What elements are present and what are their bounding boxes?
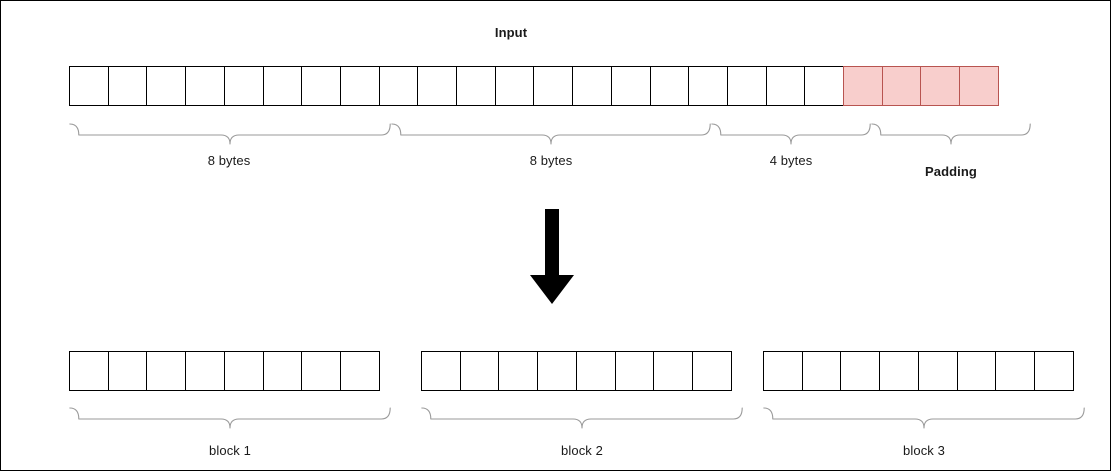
output-block-2-row bbox=[421, 351, 733, 391]
brace-4-bytes bbox=[711, 123, 871, 145]
byte-cell bbox=[653, 351, 694, 391]
byte-cell bbox=[763, 351, 804, 391]
byte-cell bbox=[223, 351, 264, 391]
brace-8-bytes-1 bbox=[69, 123, 391, 145]
byte-cell bbox=[69, 66, 110, 106]
byte-cell bbox=[223, 66, 264, 106]
byte-cell bbox=[537, 351, 578, 391]
byte-cell bbox=[804, 66, 845, 106]
brace-8-bytes-2 bbox=[391, 123, 711, 145]
byte-cell bbox=[69, 351, 110, 391]
brace-block-3 bbox=[763, 407, 1085, 429]
byte-cell bbox=[459, 351, 500, 391]
byte-cell bbox=[421, 351, 462, 391]
byte-cell bbox=[456, 66, 497, 106]
byte-cell bbox=[726, 66, 768, 106]
brace-label-3: Padding bbox=[925, 164, 977, 179]
block-label-2: block 3 bbox=[903, 443, 945, 458]
byte-cell bbox=[879, 351, 920, 391]
padding-byte-cell bbox=[920, 66, 961, 106]
byte-cell bbox=[533, 66, 574, 106]
byte-cell bbox=[765, 66, 806, 106]
input-title: Input bbox=[494, 25, 528, 40]
byte-cell bbox=[614, 351, 655, 391]
byte-cell bbox=[610, 66, 651, 106]
brace-block-2 bbox=[421, 407, 743, 429]
byte-cell bbox=[107, 66, 148, 106]
output-block-1-row bbox=[69, 351, 381, 391]
byte-cell bbox=[146, 66, 187, 106]
byte-cell bbox=[649, 66, 690, 106]
brace-padding bbox=[871, 123, 1031, 145]
byte-cell bbox=[301, 351, 342, 391]
byte-cell bbox=[262, 351, 303, 391]
byte-cell bbox=[185, 66, 226, 106]
byte-cell bbox=[494, 66, 535, 106]
byte-cell bbox=[378, 66, 419, 106]
byte-cell bbox=[572, 66, 613, 106]
byte-cell bbox=[498, 351, 539, 391]
byte-cell bbox=[339, 66, 381, 106]
byte-cell bbox=[107, 351, 148, 391]
brace-label-1: 8 bytes bbox=[529, 153, 573, 168]
byte-cell bbox=[956, 351, 997, 391]
byte-cell bbox=[801, 351, 842, 391]
byte-cell bbox=[688, 66, 729, 106]
down-arrow-icon bbox=[529, 209, 575, 305]
byte-cell bbox=[995, 351, 1036, 391]
byte-cell bbox=[339, 351, 381, 391]
byte-cell bbox=[417, 66, 458, 106]
padding-byte-cell bbox=[843, 66, 884, 106]
padding-byte-cell bbox=[959, 66, 1000, 106]
byte-cell bbox=[691, 351, 733, 391]
byte-cell bbox=[185, 351, 226, 391]
byte-cell bbox=[840, 351, 881, 391]
block-label-1: block 2 bbox=[561, 443, 603, 458]
brace-block-1 bbox=[69, 407, 391, 429]
input-byte-row bbox=[69, 66, 1000, 106]
byte-cell bbox=[1033, 351, 1075, 391]
padding-byte-cell bbox=[881, 66, 922, 106]
byte-cell bbox=[301, 66, 342, 106]
block-label-0: block 1 bbox=[209, 443, 251, 458]
byte-cell bbox=[917, 351, 958, 391]
brace-label-0: 8 bytes bbox=[207, 153, 251, 168]
output-block-3-row bbox=[763, 351, 1075, 391]
byte-cell bbox=[146, 351, 187, 391]
byte-cell bbox=[262, 66, 303, 106]
byte-cell bbox=[575, 351, 616, 391]
brace-label-2: 4 bytes bbox=[769, 153, 813, 168]
